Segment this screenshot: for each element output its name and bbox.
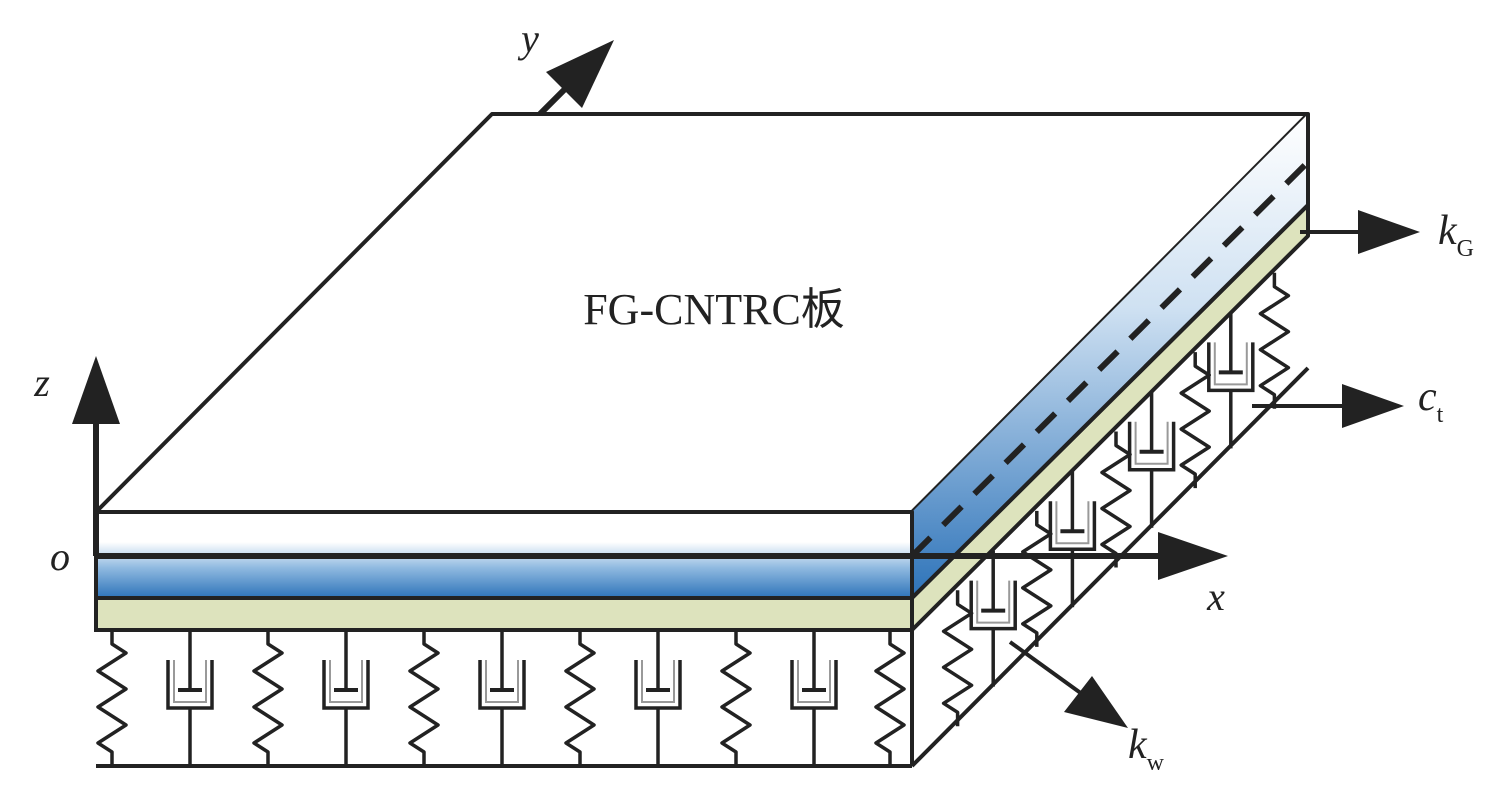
spring — [564, 630, 596, 766]
spring — [1021, 510, 1053, 647]
foundation-frame — [96, 366, 1310, 768]
spring — [941, 590, 974, 727]
winkler-springs-front — [96, 630, 906, 766]
ct-arrow — [1342, 384, 1404, 428]
y-axis-arrow — [546, 40, 614, 108]
spring — [874, 630, 906, 766]
spring — [96, 630, 128, 766]
damper — [969, 550, 1017, 687]
damper — [322, 630, 370, 766]
ct-label: ct — [1418, 374, 1444, 428]
ct-symbol: c — [1418, 374, 1437, 420]
z-axis-arrow — [72, 356, 120, 424]
damper — [1207, 312, 1255, 449]
kw-subscript: w — [1147, 750, 1165, 776]
damper — [634, 630, 682, 766]
kg-symbol: k — [1438, 208, 1458, 254]
kw-arrow — [1064, 676, 1128, 728]
x-axis-arrow — [1158, 532, 1228, 580]
axes — [72, 40, 1228, 580]
spring — [408, 630, 440, 766]
kg-label: kG — [1438, 208, 1474, 262]
kw-symbol: k — [1128, 722, 1148, 768]
origin-label: o — [50, 534, 70, 579]
spring — [1258, 272, 1291, 409]
spring — [252, 630, 284, 766]
damper — [1048, 471, 1097, 608]
x-axis-label: x — [1206, 574, 1225, 619]
damper — [478, 630, 526, 766]
damper — [790, 630, 838, 766]
kg-arrow — [1358, 210, 1420, 254]
shear-layer-front — [94, 596, 914, 632]
spring — [720, 630, 752, 766]
kg-subscript: G — [1457, 236, 1474, 262]
damper — [166, 630, 214, 766]
plate-label: FG-CNTRC板 — [583, 285, 845, 334]
ct-subscript: t — [1437, 402, 1444, 428]
kw-label: kw — [1128, 722, 1165, 776]
spring — [1100, 431, 1132, 568]
spring — [1179, 352, 1211, 489]
y-axis-label: y — [517, 16, 539, 61]
mid-plane-dashed-line — [909, 159, 1311, 559]
z-axis-label: z — [33, 360, 50, 405]
leader-arrows — [1008, 210, 1420, 728]
damper — [1127, 391, 1176, 528]
winkler-springs-side — [941, 272, 1291, 727]
